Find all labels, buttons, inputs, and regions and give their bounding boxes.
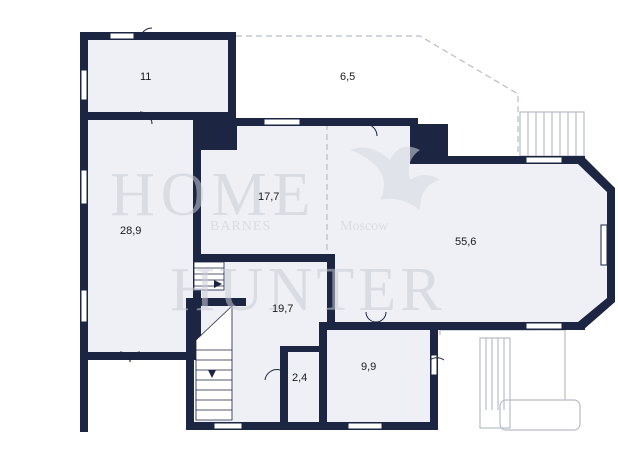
terrace (236, 35, 585, 431)
watermark-hunter: HUNTER (170, 256, 445, 324)
staircase (193, 261, 233, 421)
room-17-7-label: 17,7 (258, 191, 279, 203)
porch-outline (439, 329, 566, 400)
porch-base (499, 399, 581, 431)
watermark-city: Moscow (340, 219, 389, 234)
room-55-6-label: 55,6 (455, 236, 476, 248)
watermark-partner: BARNES (210, 219, 271, 234)
watermark-home: HOME (110, 161, 317, 229)
porch-steps (479, 337, 511, 429)
room-2-4-label: 2,4 (292, 372, 307, 384)
room-28-9-floor (87, 120, 193, 354)
eagle-icon (350, 146, 440, 210)
walls (80, 32, 615, 432)
doors (119, 27, 445, 381)
room-6-5-label: 6,5 (340, 71, 355, 83)
room-28-9-label: 28,9 (120, 225, 141, 237)
room-19-7-label: 19,7 (272, 303, 293, 315)
room-11-label: 11 (140, 71, 151, 83)
room-9-9-label: 9,9 (361, 361, 376, 373)
watermark: HOME HUNTER BARNES Moscow (110, 146, 445, 324)
windows (80, 32, 608, 430)
stair-arrow-up-icon (214, 280, 222, 288)
terrace-outline (236, 35, 519, 160)
room-labels: 11 6,5 28,9 17,7 55,6 19,7 2,4 9,9 (120, 71, 476, 384)
room-9-9-floor (327, 325, 431, 425)
stair-arrow-down-icon (208, 370, 216, 378)
room-11-floor (87, 40, 230, 112)
